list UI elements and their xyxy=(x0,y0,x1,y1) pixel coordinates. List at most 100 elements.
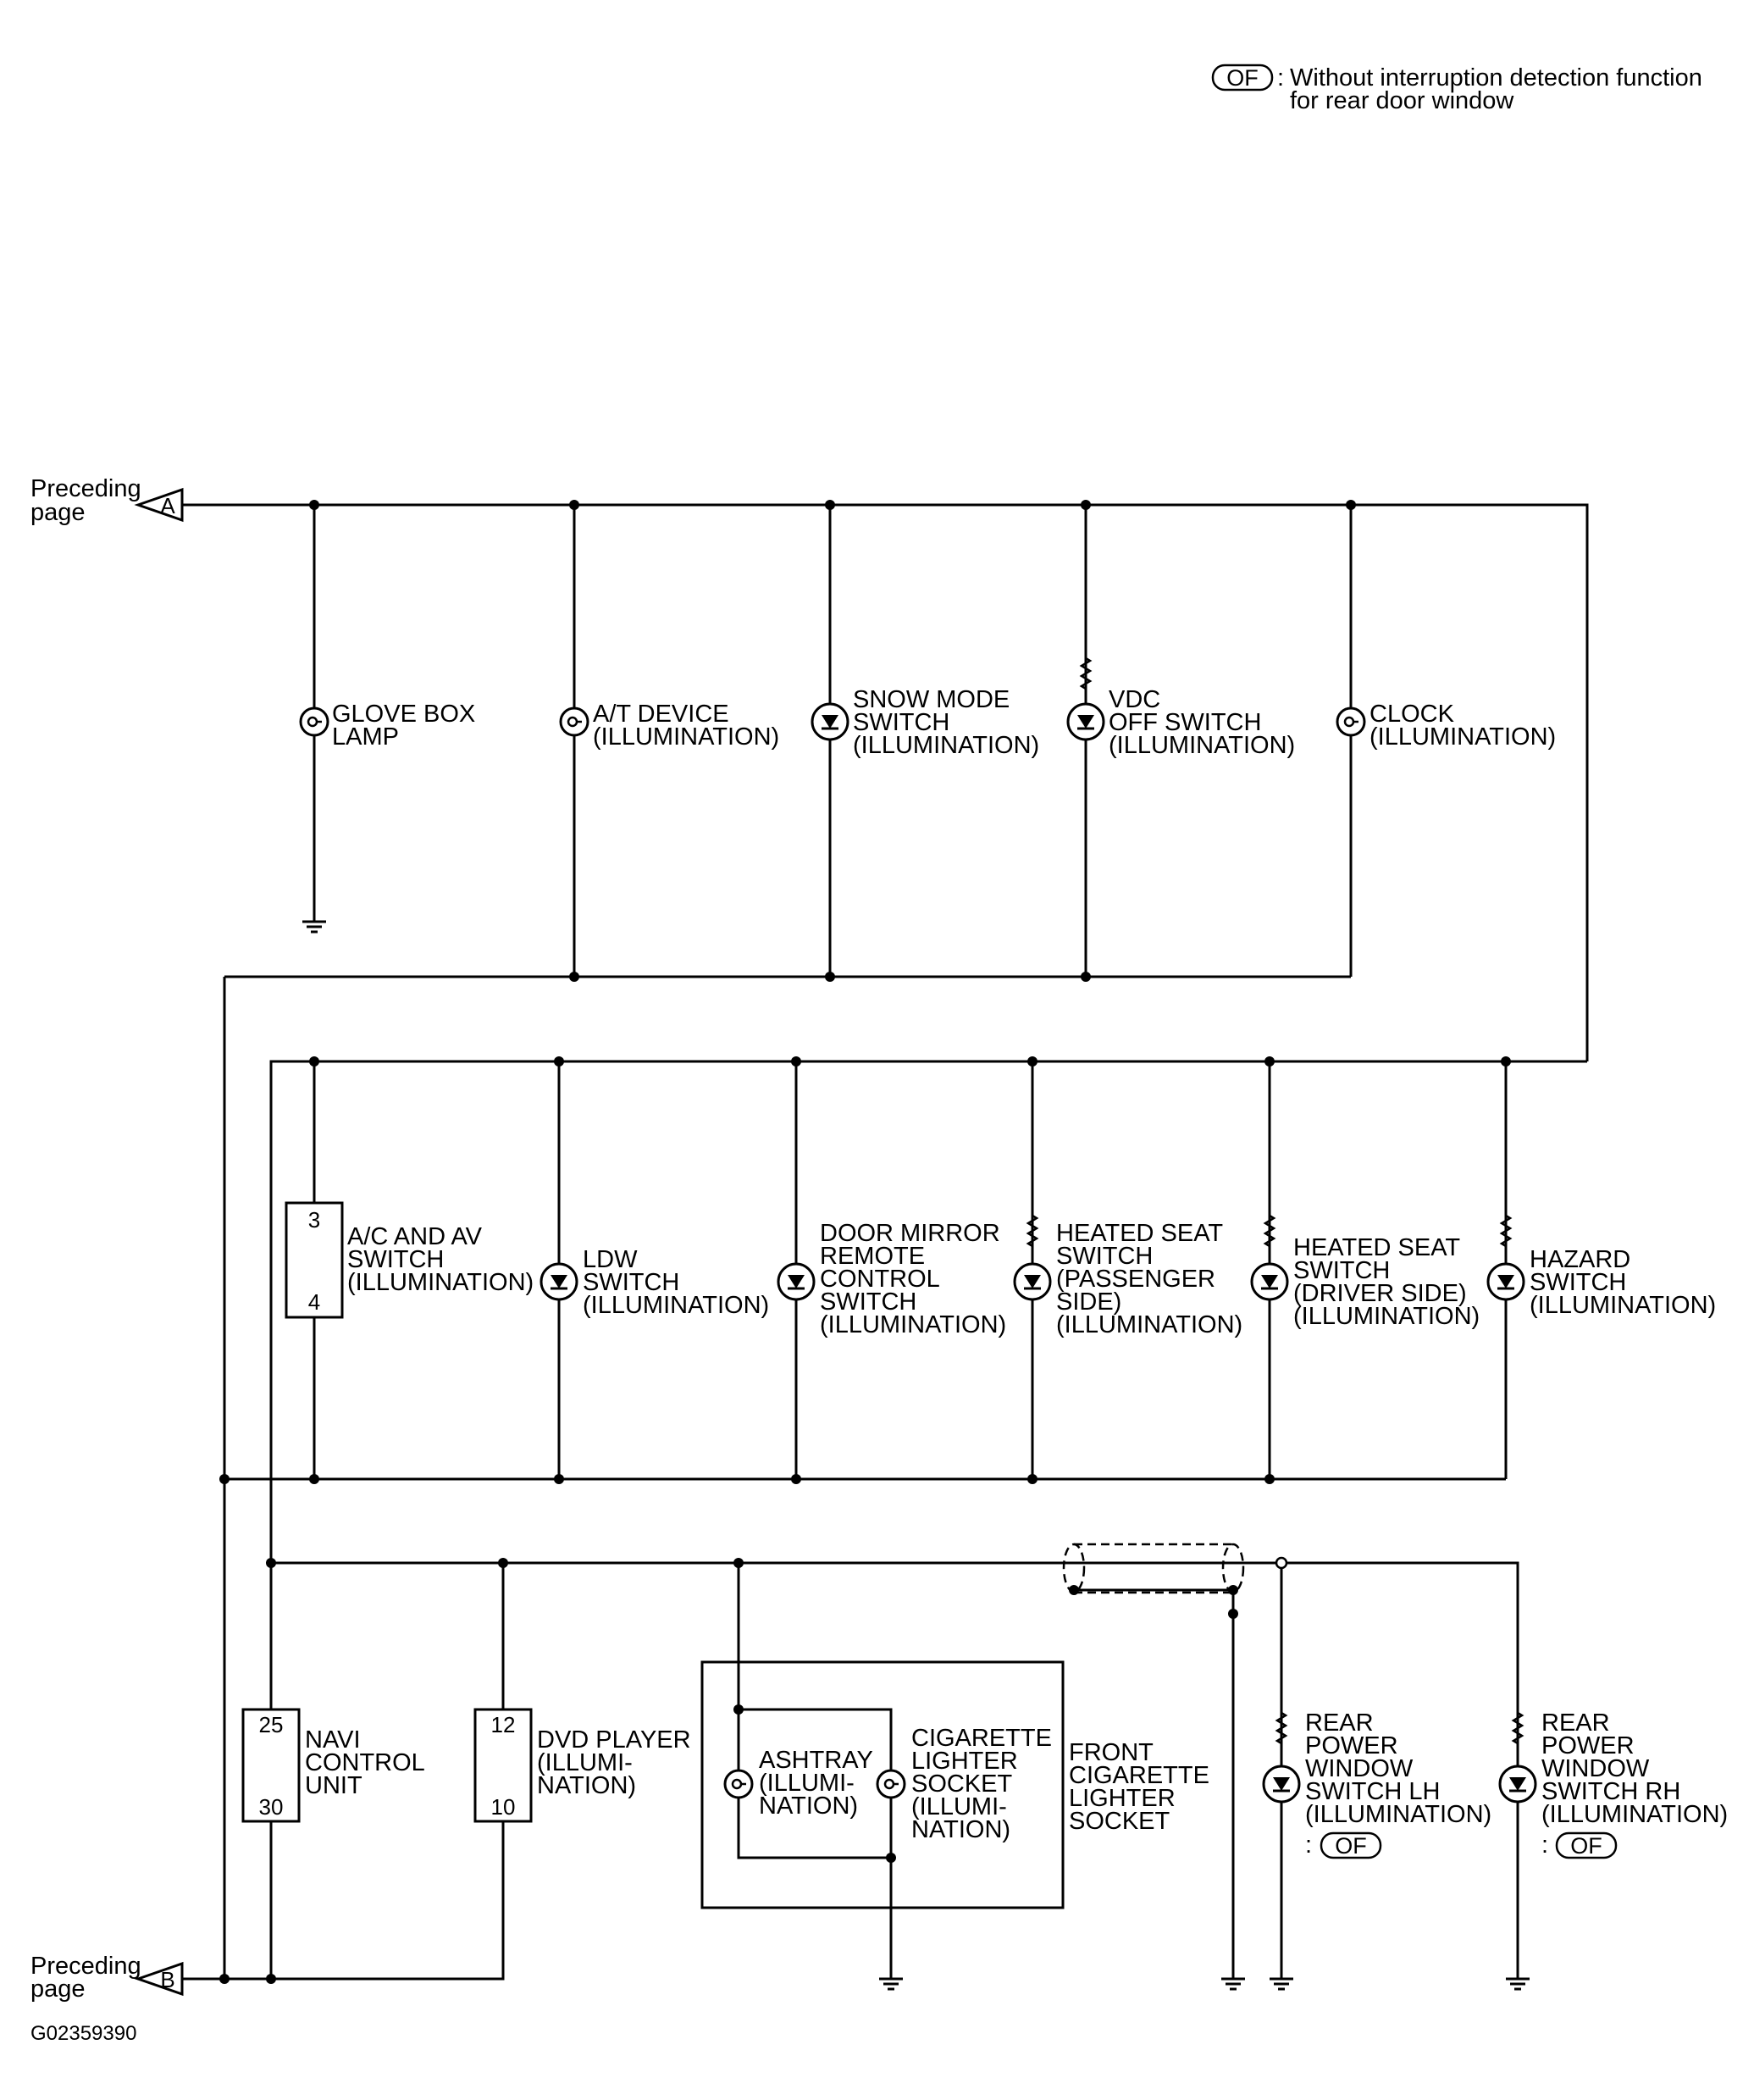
rear-lh-of-prefix: : xyxy=(1305,1831,1312,1859)
navi-label-3: UNIT xyxy=(305,1772,362,1799)
glove-box-label-1: GLOVE BOX xyxy=(332,701,475,728)
bulb-icon xyxy=(876,1769,906,1799)
ldw-label-2: SWITCH xyxy=(583,1269,679,1296)
at-device-illumination: A/T DEVICE (ILLUMINATION) xyxy=(559,701,779,751)
led-icon xyxy=(540,1262,578,1301)
rear-lh-of-text: OF xyxy=(1335,1833,1367,1859)
connector-a-label-2: page xyxy=(30,499,86,526)
vdc-label-3: (ILLUMINATION) xyxy=(1109,732,1295,759)
heated-seat-passenger-label-4: SIDE) xyxy=(1056,1288,1121,1316)
led-icon xyxy=(1262,1765,1301,1804)
rear-power-window-switch-rh: REAR POWER WINDOW SWITCH RH (ILLUMINATIO… xyxy=(1498,1709,1728,1859)
heated-seat-driver-label-3: (DRIVER SIDE) xyxy=(1293,1280,1467,1307)
of-legend-symbol xyxy=(1211,64,1274,91)
connector-b-label-1: Preceding xyxy=(30,1953,141,1980)
dvd-label-2: (ILLUMI- xyxy=(537,1749,633,1776)
bulb-icon xyxy=(1336,706,1366,737)
resistor-icon xyxy=(1512,1711,1524,1745)
rear-lh-label-3: WINDOW xyxy=(1305,1755,1414,1782)
connector-a-label-1: Preceding xyxy=(30,475,141,502)
door-mirror-label-3: CONTROL xyxy=(820,1266,940,1293)
cig-socket-label-4: (ILLUMI- xyxy=(911,1793,1007,1820)
cig-socket-label-2: LIGHTER xyxy=(911,1748,1018,1775)
door-mirror-remote-control-switch: DOOR MIRROR REMOTE CONTROL SWITCH (ILLUM… xyxy=(777,1220,1006,1338)
legend-line-2: for rear door window xyxy=(1290,87,1514,114)
front-cig-label-3: LIGHTER xyxy=(1069,1785,1176,1812)
shield-icon xyxy=(1062,1543,1245,1594)
navi-label-2: CONTROL xyxy=(305,1749,425,1776)
upper-wiring xyxy=(182,500,1589,1061)
led-icon xyxy=(1013,1262,1052,1301)
rear-rh-label-2: POWER xyxy=(1541,1732,1635,1759)
ashtray-label-1: ASHTRAY xyxy=(759,1747,873,1774)
ac-av-connector-box xyxy=(285,1201,344,1319)
led-icon xyxy=(1498,1765,1537,1804)
connector-b-letter: B xyxy=(160,1967,174,1992)
vdc-off-switch-illumination: VDC OFF SWITCH (ILLUMINATION) xyxy=(1066,657,1295,759)
at-device-label-1: A/T DEVICE xyxy=(593,701,729,728)
dvd-pin-bottom: 10 xyxy=(491,1794,516,1820)
led-icon xyxy=(1250,1262,1289,1301)
resistor-icon xyxy=(1500,1214,1512,1248)
cig-socket-label-5: NATION) xyxy=(911,1816,1010,1843)
cig-socket-label-1: CIGARETTE xyxy=(911,1725,1052,1752)
snow-mode-switch-illumination: SNOW MODE SWITCH (ILLUMINATION) xyxy=(811,686,1039,759)
ac-av-pin-bottom: 4 xyxy=(308,1289,320,1315)
legend-line-1: Without interruption detection function xyxy=(1290,64,1702,91)
navi-pin-bottom: 30 xyxy=(259,1794,284,1820)
snow-mode-label-1: SNOW MODE xyxy=(853,686,1010,713)
ashtray-label-3: NATION) xyxy=(759,1792,858,1820)
figure-id: G02359390 xyxy=(30,2022,136,2045)
heated-seat-passenger-label-5: (ILLUMINATION) xyxy=(1056,1311,1242,1338)
snow-mode-label-3: (ILLUMINATION) xyxy=(853,732,1039,759)
connector-a-letter: A xyxy=(160,493,175,518)
front-cig-frame xyxy=(700,1660,1065,1909)
rear-rh-of-text: OF xyxy=(1570,1833,1602,1859)
bulb-icon xyxy=(299,706,329,737)
led-icon xyxy=(777,1262,816,1301)
connector-a: Preceding page A xyxy=(30,475,184,526)
resistor-icon xyxy=(1080,657,1092,690)
rear-lh-label-2: POWER xyxy=(1305,1732,1398,1759)
hazard-label-3: (ILLUMINATION) xyxy=(1530,1292,1716,1319)
hazard-label-1: HAZARD xyxy=(1530,1246,1630,1273)
ac-av-label-2: SWITCH xyxy=(347,1246,444,1273)
clock-label-2: (ILLUMINATION) xyxy=(1370,723,1556,751)
at-device-label-2: (ILLUMINATION) xyxy=(593,723,779,751)
dvd-pin-top: 12 xyxy=(491,1712,516,1737)
heated-seat-passenger-label-1: HEATED SEAT xyxy=(1056,1220,1223,1247)
ac-av-label-1: A/C AND AV xyxy=(347,1223,483,1250)
navi-control-unit: 25 30 NAVI CONTROL UNIT xyxy=(241,1708,425,1823)
ac-av-label-3: (ILLUMINATION) xyxy=(347,1269,534,1296)
rear-rh-label-4: SWITCH RH xyxy=(1541,1778,1680,1805)
hazard-switch-illumination: HAZARD SWITCH (ILLUMINATION) xyxy=(1486,1214,1716,1319)
door-mirror-label-4: SWITCH xyxy=(820,1288,916,1316)
middle-wiring xyxy=(219,977,1587,1979)
dvd-connector-box xyxy=(473,1708,533,1823)
door-mirror-label-5: (ILLUMINATION) xyxy=(820,1311,1006,1338)
resistor-icon xyxy=(1275,1711,1287,1745)
navi-label-1: NAVI xyxy=(305,1726,361,1754)
rear-rh-of-prefix: : xyxy=(1541,1831,1548,1859)
dvd-player-illumination: 12 10 DVD PLAYER (ILLUMI- NATION) xyxy=(473,1708,691,1823)
glove-box-label-2: LAMP xyxy=(332,723,399,751)
navi-pin-top: 25 xyxy=(259,1712,284,1737)
ac-av-pin-top: 3 xyxy=(308,1207,320,1233)
vdc-label-1: VDC xyxy=(1109,686,1160,713)
heated-seat-driver-label-2: SWITCH xyxy=(1293,1257,1390,1284)
ldw-label-1: LDW xyxy=(583,1246,638,1273)
rear-rh-label-3: WINDOW xyxy=(1541,1755,1650,1782)
clock-illumination: CLOCK (ILLUMINATION) xyxy=(1336,701,1556,751)
rear-lh-label-5: (ILLUMINATION) xyxy=(1305,1801,1491,1828)
rear-power-window-switch-lh: REAR POWER WINDOW SWITCH LH (ILLUMINATIO… xyxy=(1262,1709,1491,1859)
front-cig-label-1: FRONT xyxy=(1069,1739,1154,1766)
heated-seat-passenger-label-3: (PASSENGER xyxy=(1056,1266,1215,1293)
snow-mode-label-2: SWITCH xyxy=(853,709,949,736)
rear-rh-label-5: (ILLUMINATION) xyxy=(1541,1801,1728,1828)
door-mirror-label-1: DOOR MIRROR xyxy=(820,1220,1000,1247)
door-mirror-label-2: REMOTE xyxy=(820,1243,925,1270)
heated-seat-driver-label-4: (ILLUMINATION) xyxy=(1293,1303,1480,1330)
rear-lh-of-badge xyxy=(1320,1831,1382,1859)
vdc-label-2: OFF SWITCH xyxy=(1109,709,1261,736)
